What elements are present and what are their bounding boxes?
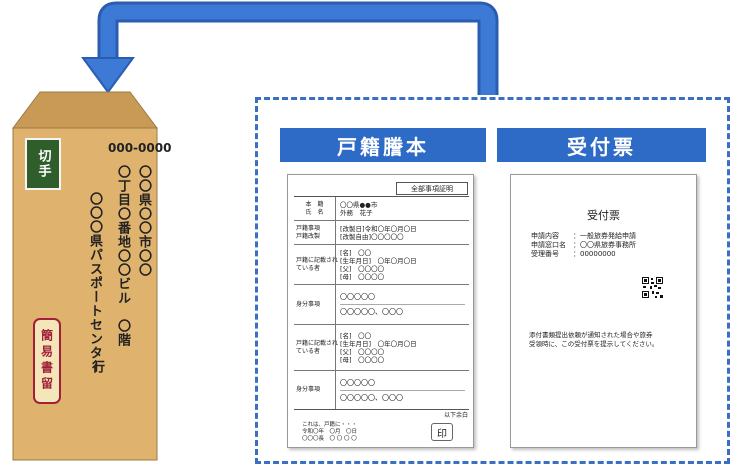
receipt-field: 申請内容 ：一般旅券発給申請 [531, 232, 636, 240]
qr-code-icon [642, 277, 663, 298]
seal-mark: 印 [431, 423, 453, 441]
koseki-table: 本 籍 氏 名 〇〇県●●市 外務 花子 戸籍事項 戸籍改製 [改製日]令和〇年… [294, 196, 469, 410]
postal-code: 000-0000 [108, 141, 172, 155]
receipt-field: 受理番号 ：00000000 [531, 250, 616, 258]
receipt-note: 添付書類提出依頼が通知された場合や旅券 受領時に、この受付票を提示してください。 [529, 331, 659, 348]
table-row: 戸籍に記載され ている者 [名] 〇〇 [生年月日] 〇年〇月〇日 [父] 〇〇… [294, 245, 469, 285]
receipt-doc-title: 受付票 [587, 209, 620, 222]
receipt-fields: 申請内容 ：一般旅券発給申請 申請窓口名 ：〇〇県旅券事務所 受理番号 ：000… [531, 232, 636, 259]
table-row: 身分事項 〇〇〇〇〇 〇〇〇〇〇、〇〇〇 [294, 371, 469, 409]
return-arrow [81, 1, 499, 95]
koseki-document: 全部事項証明 本 籍 氏 名 〇〇県●●市 外務 花子 戸籍事項 戸籍改製 [改… [287, 174, 474, 448]
registered-mail-label: 簡易書留 [33, 318, 61, 404]
certification-footer: これは、戸籍に・・・ 令和〇年 〇月 〇日 〇〇〇長 〇 〇 〇 〇 [302, 422, 358, 442]
table-row: 本 籍 氏 名 〇〇県●●市 外務 花子 [294, 197, 469, 221]
address-line-1: 〇〇県〇〇市〇〇 [136, 165, 151, 277]
documents-group [255, 97, 730, 464]
koseki-title: 戸籍謄本 [280, 128, 486, 162]
address-line-2: 〇丁目〇番地〇〇ビル 〇階 [115, 165, 130, 347]
receipt-field: 申請窓口名 ：〇〇県旅券事務所 [531, 241, 636, 249]
cert-label: 全部事項証明 [396, 182, 468, 195]
stamp-box: 切手 [25, 138, 61, 190]
table-row: 身分事項 〇〇〇〇〇 〇〇〇〇〇、〇〇〇 [294, 285, 469, 325]
honorific: 行 [89, 360, 104, 374]
arrow-head [81, 57, 135, 94]
receipt-title: 受付票 [497, 128, 706, 162]
table-row: 戸籍事項 戸籍改製 [改製日]令和〇年〇月〇日 [改製自由]〇〇〇〇〇 [294, 221, 469, 245]
recipient-name: 〇〇〇県パスポートセンター [87, 192, 102, 374]
table-row: 戸籍に記載され ている者 [名] 〇〇 [生年月日] 〇年〇月〇日 [父] 〇〇… [294, 325, 469, 371]
end-note: 以下余白 [443, 412, 468, 419]
receipt-document: 受付票 申請内容 ：一般旅券発給申請 申請窓口名 ：〇〇県旅券事務所 受理番号 … [510, 174, 697, 448]
